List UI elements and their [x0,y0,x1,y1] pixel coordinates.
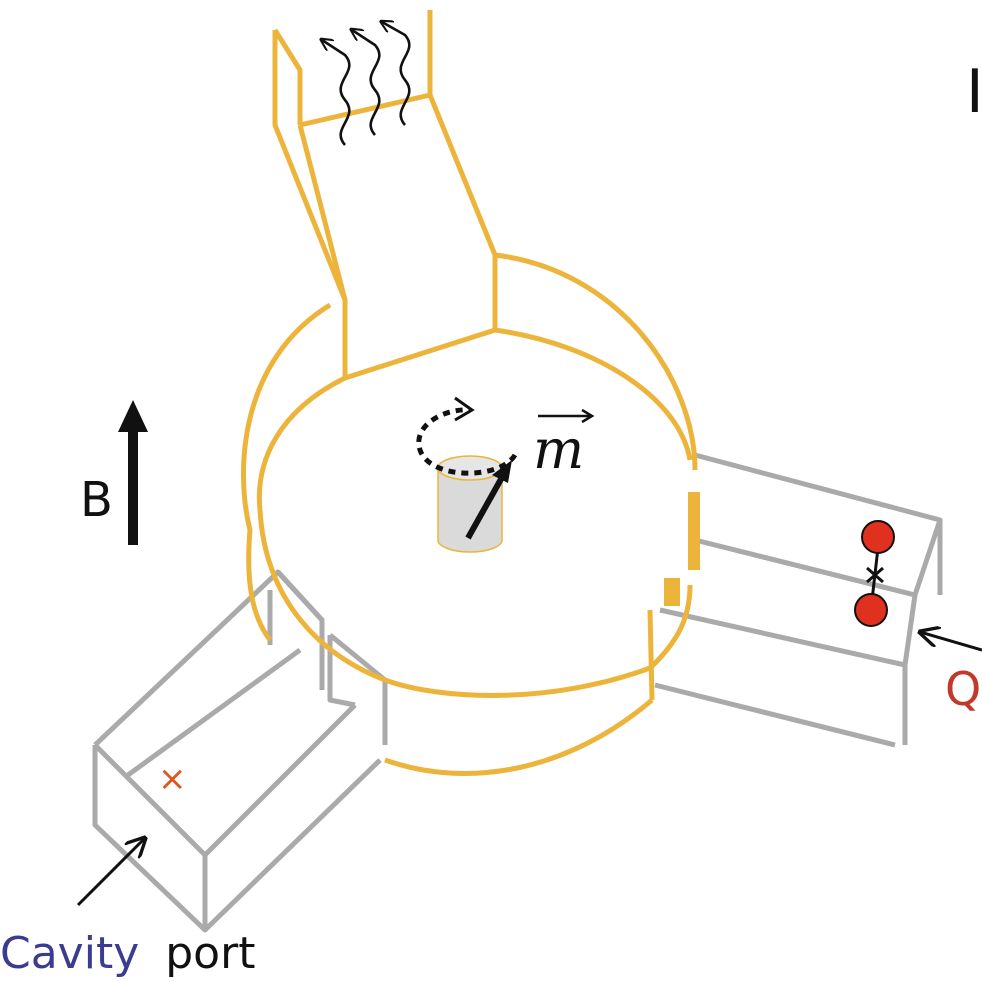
magnetization-arrow [465,470,508,540]
precession-loop [416,407,518,476]
cavity-port-waveguide [92,569,388,933]
cavity-port-label: Cavity port [0,928,255,979]
qubit-pad-lower [854,593,888,627]
m-vector-bar-head [581,408,595,424]
circulator-cavity [241,10,698,776]
qubit-port-waveguide [654,452,943,748]
coupling-slot-upper [688,492,700,570]
b-field-arrowhead [118,400,148,432]
magnetization-arrowhead [492,460,512,483]
coupling-slot-lower [664,578,680,606]
magnetization-label: m [533,418,584,481]
precession-arrowhead [454,396,475,422]
cavity-word: Cavity [0,928,139,979]
qubit [854,520,895,627]
radiation-waves [322,22,411,146]
edge-label-partial: I [966,57,982,127]
port-word: port [165,928,255,979]
port-marker: × [158,759,187,799]
qubit-pad-upper [861,520,895,554]
cavity-pointer-arrow [76,838,145,907]
b-field-label: B [80,472,113,528]
qubit-pointer-arrow [920,632,982,652]
qubit-label-partial: Q [945,662,981,716]
